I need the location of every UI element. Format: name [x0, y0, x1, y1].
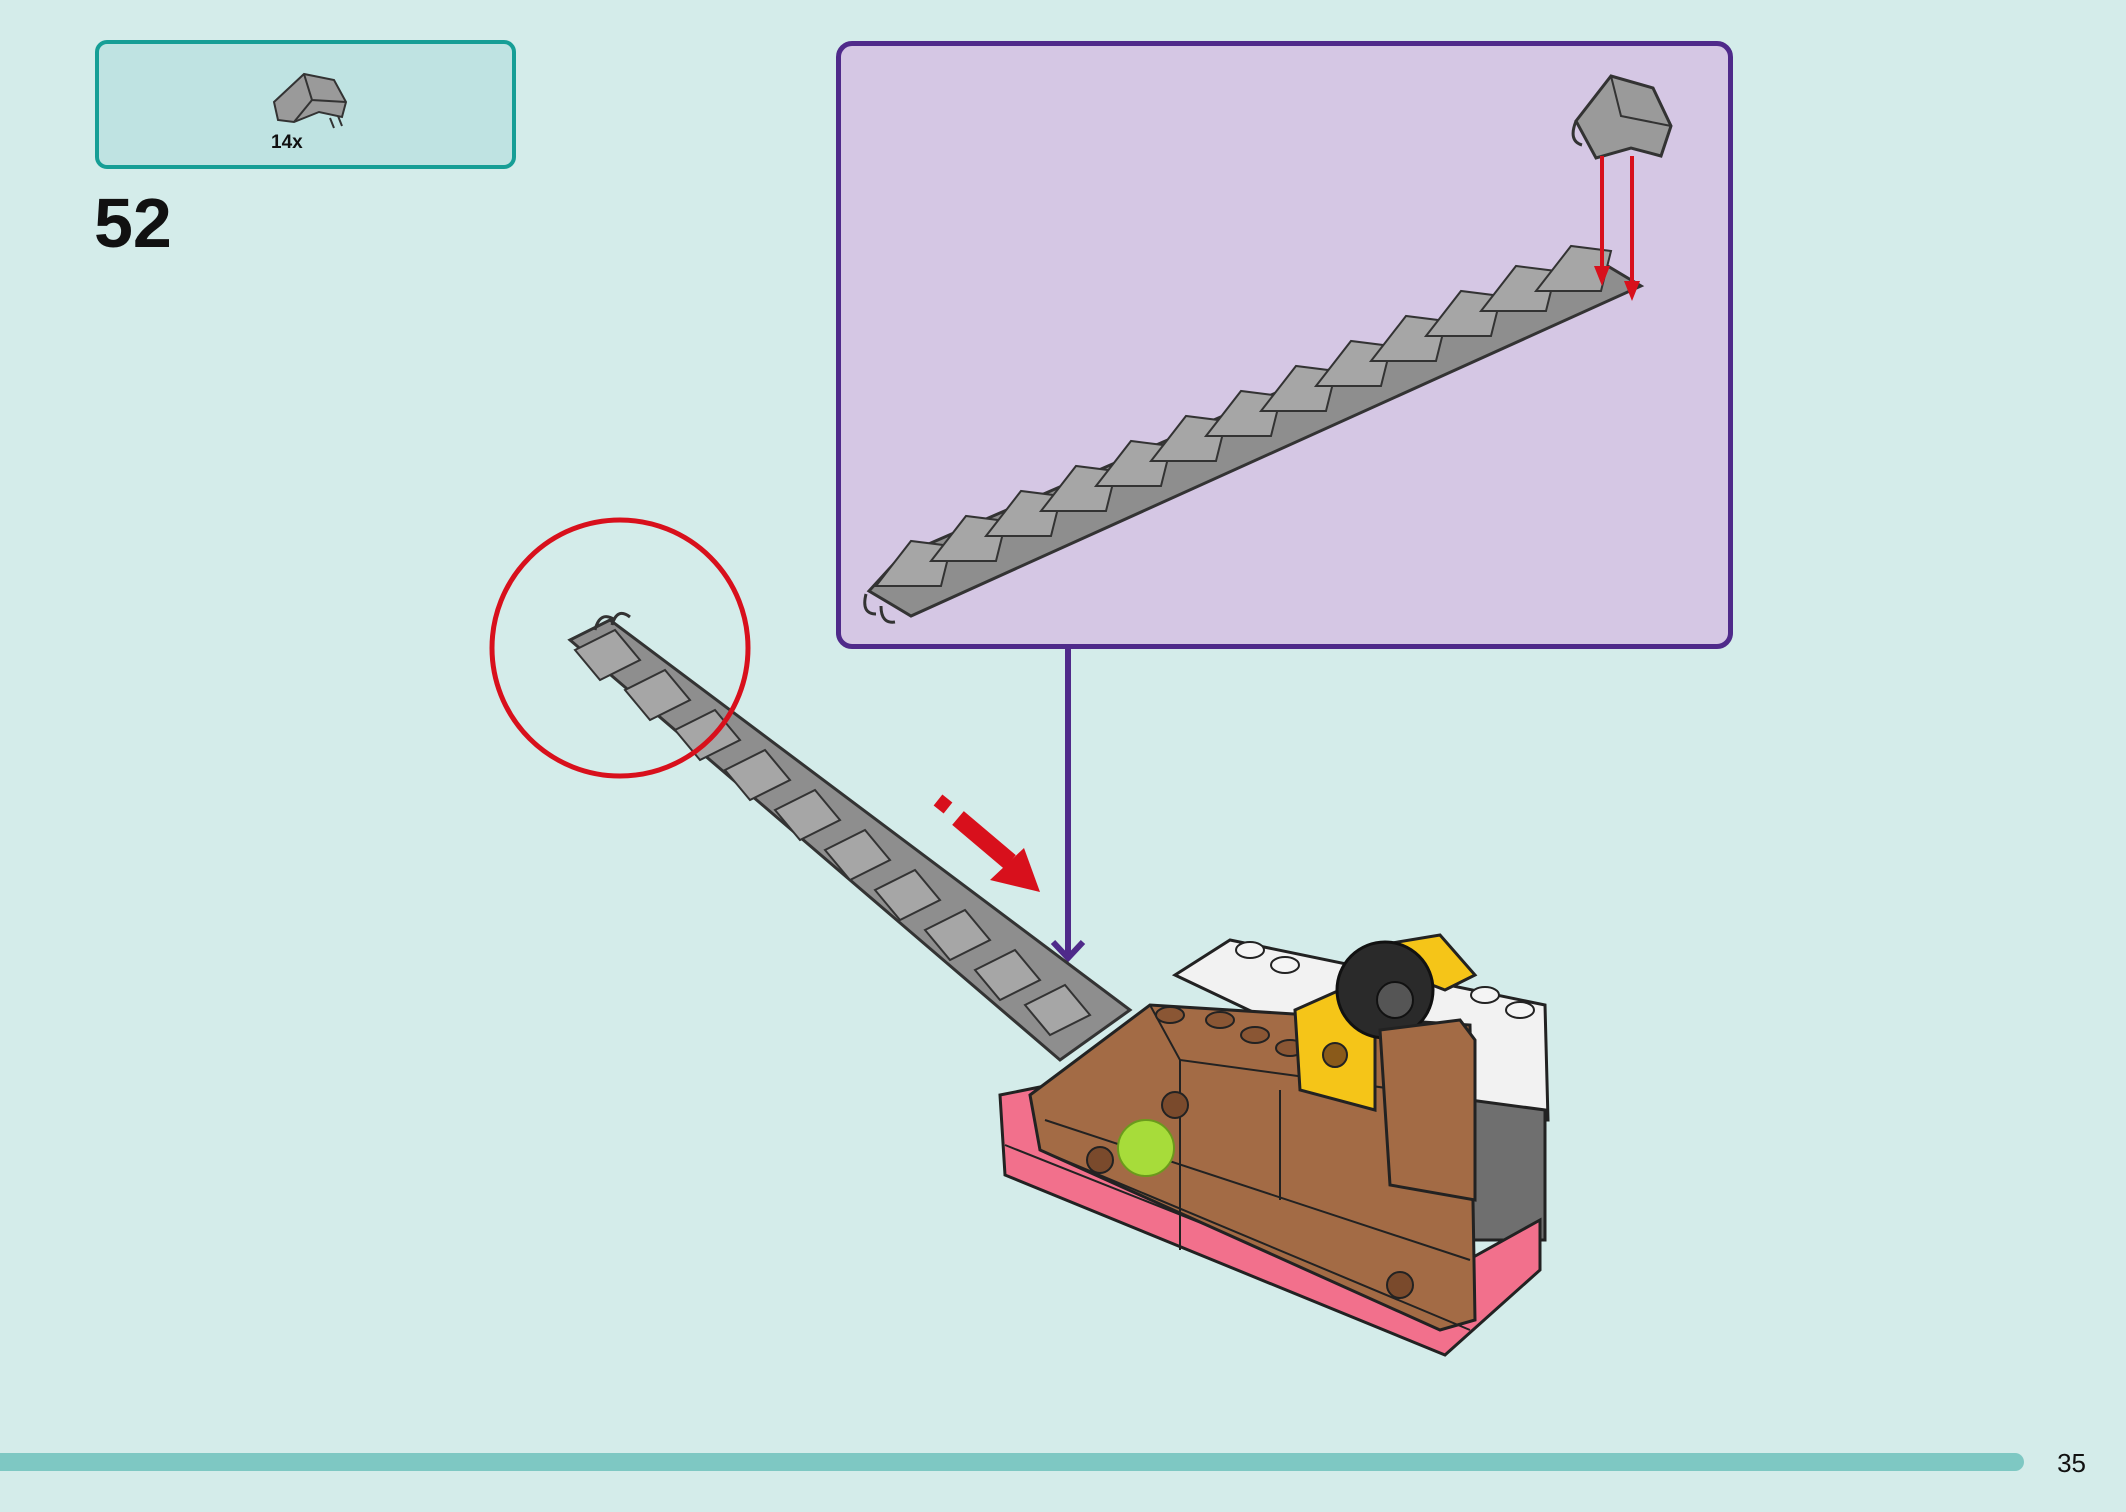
gray-chain — [567, 611, 1133, 1062]
gray-clip-brick-icon — [272, 72, 348, 129]
callout-connector-arrowhead — [1050, 939, 1086, 963]
boat-model — [998, 933, 1550, 1357]
progress-bar — [0, 1453, 2024, 1471]
page-number: 35 — [2057, 1448, 2086, 1478]
chain-assembly — [863, 244, 1645, 624]
parts-list-box: 14x — [95, 40, 516, 169]
callout-illustration — [863, 74, 1673, 624]
highlight-circle — [489, 517, 751, 779]
red-arrow — [933, 794, 1040, 892]
placement-arrows — [1594, 156, 1640, 301]
callout-box — [836, 41, 1733, 649]
part-quantity: 14x — [271, 132, 303, 153]
single-clip-piece — [1571, 74, 1673, 160]
step-number: 52 — [94, 184, 172, 262]
